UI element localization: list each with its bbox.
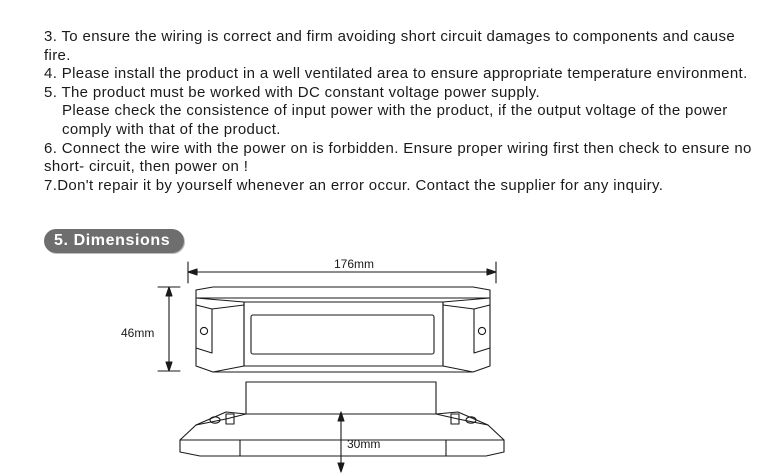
height-dimension-line	[157, 286, 181, 372]
height-label: 46mm	[121, 326, 154, 340]
instruction-7: 7.Don't repair it by yourself whenever a…	[44, 176, 664, 194]
device-front-view	[195, 286, 491, 373]
section-title-badge: 5. Dimensions	[44, 229, 185, 253]
instruction-5: 5. The product must be worked with DC co…	[44, 83, 540, 101]
instruction-3: 3. To ensure the wiring is correct and f…	[44, 28, 736, 64]
depth-label: 30mm	[347, 437, 380, 451]
device-side-view	[179, 381, 505, 457]
instruction-6: 6. Connect the wire with the power on is…	[44, 139, 752, 176]
width-label: 176mm	[334, 257, 374, 271]
instruction-5-note: Please check the consistence of input po…	[62, 102, 728, 138]
width-dimension-line	[187, 261, 497, 284]
instruction-4: 4. Please install the product in a well …	[44, 65, 748, 83]
instructions-text: 3. To ensure the wiring is correct and f…	[44, 28, 756, 195]
depth-dimension-line	[337, 411, 345, 473]
